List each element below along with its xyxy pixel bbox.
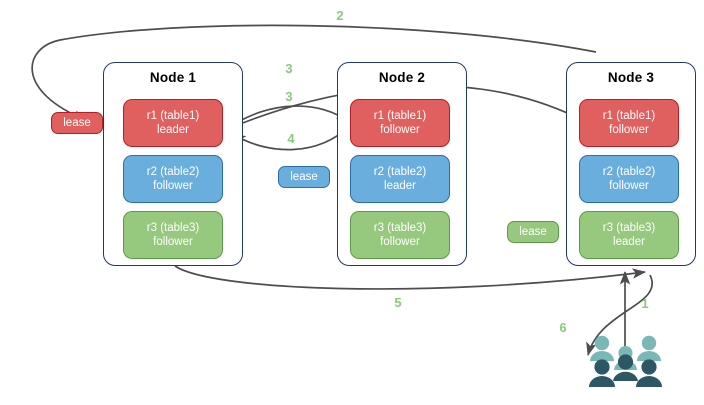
replica-role: follower xyxy=(609,124,649,136)
node-title-3: Node 3 xyxy=(607,70,655,85)
node-title-1: Node 1 xyxy=(149,70,197,85)
replica-node2-r1: r1 (table1) follower xyxy=(350,99,450,147)
replica-role: leader xyxy=(613,236,645,248)
replica-role: leader xyxy=(157,124,189,136)
replica-node1-r3: r3 (table3) follower xyxy=(123,211,223,259)
lease-badge-node1: lease xyxy=(51,112,103,134)
replica-role: follower xyxy=(380,124,420,136)
replica-name: r1 (table1) xyxy=(602,110,656,122)
replica-name: r2 (table2) xyxy=(146,166,200,178)
replica-name: r1 (table1) xyxy=(146,110,200,122)
replica-name: r3 (table3) xyxy=(146,222,200,234)
replica-node1-r1: r1 (table1) leader xyxy=(123,99,223,147)
replica-node1-r2: r2 (table2) follower xyxy=(123,155,223,203)
arrow-step-5 xyxy=(174,265,647,290)
users-icon xyxy=(589,335,662,387)
replica-role: follower xyxy=(153,180,193,192)
replica-role: leader xyxy=(384,180,416,192)
replica-name: r2 (table2) xyxy=(602,166,656,178)
step-label-2: 2 xyxy=(336,8,344,23)
step-label-6: 6 xyxy=(559,320,567,335)
arrow-step-3-to-node2 xyxy=(229,105,350,128)
step-label-3b: 3 xyxy=(285,89,293,104)
replica-node3-r3: r3 (table3) leader xyxy=(579,211,679,259)
replica-node3-r1: r1 (table1) follower xyxy=(579,99,679,147)
replica-role: follower xyxy=(609,180,649,192)
replica-name: r3 (table3) xyxy=(373,222,427,234)
node-title-2: Node 2 xyxy=(378,70,426,85)
step-label-1: 1 xyxy=(641,296,649,311)
replica-name: r2 (table2) xyxy=(373,166,427,178)
step-label-4: 4 xyxy=(287,131,295,146)
replica-node2-r3: r3 (table3) follower xyxy=(350,211,450,259)
replica-node2-r2: r2 (table2) leader xyxy=(350,155,450,203)
lease-badge-node2: lease xyxy=(278,166,330,188)
replica-role: follower xyxy=(380,236,420,248)
lease-badge-node3: lease xyxy=(507,221,559,243)
replica-role: follower xyxy=(153,236,193,248)
step-label-3a: 3 xyxy=(285,61,293,76)
step-label-5: 5 xyxy=(394,295,402,310)
replica-node3-r2: r2 (table2) follower xyxy=(579,155,679,203)
replica-name: r1 (table1) xyxy=(373,110,427,122)
replica-name: r3 (table3) xyxy=(602,222,656,234)
